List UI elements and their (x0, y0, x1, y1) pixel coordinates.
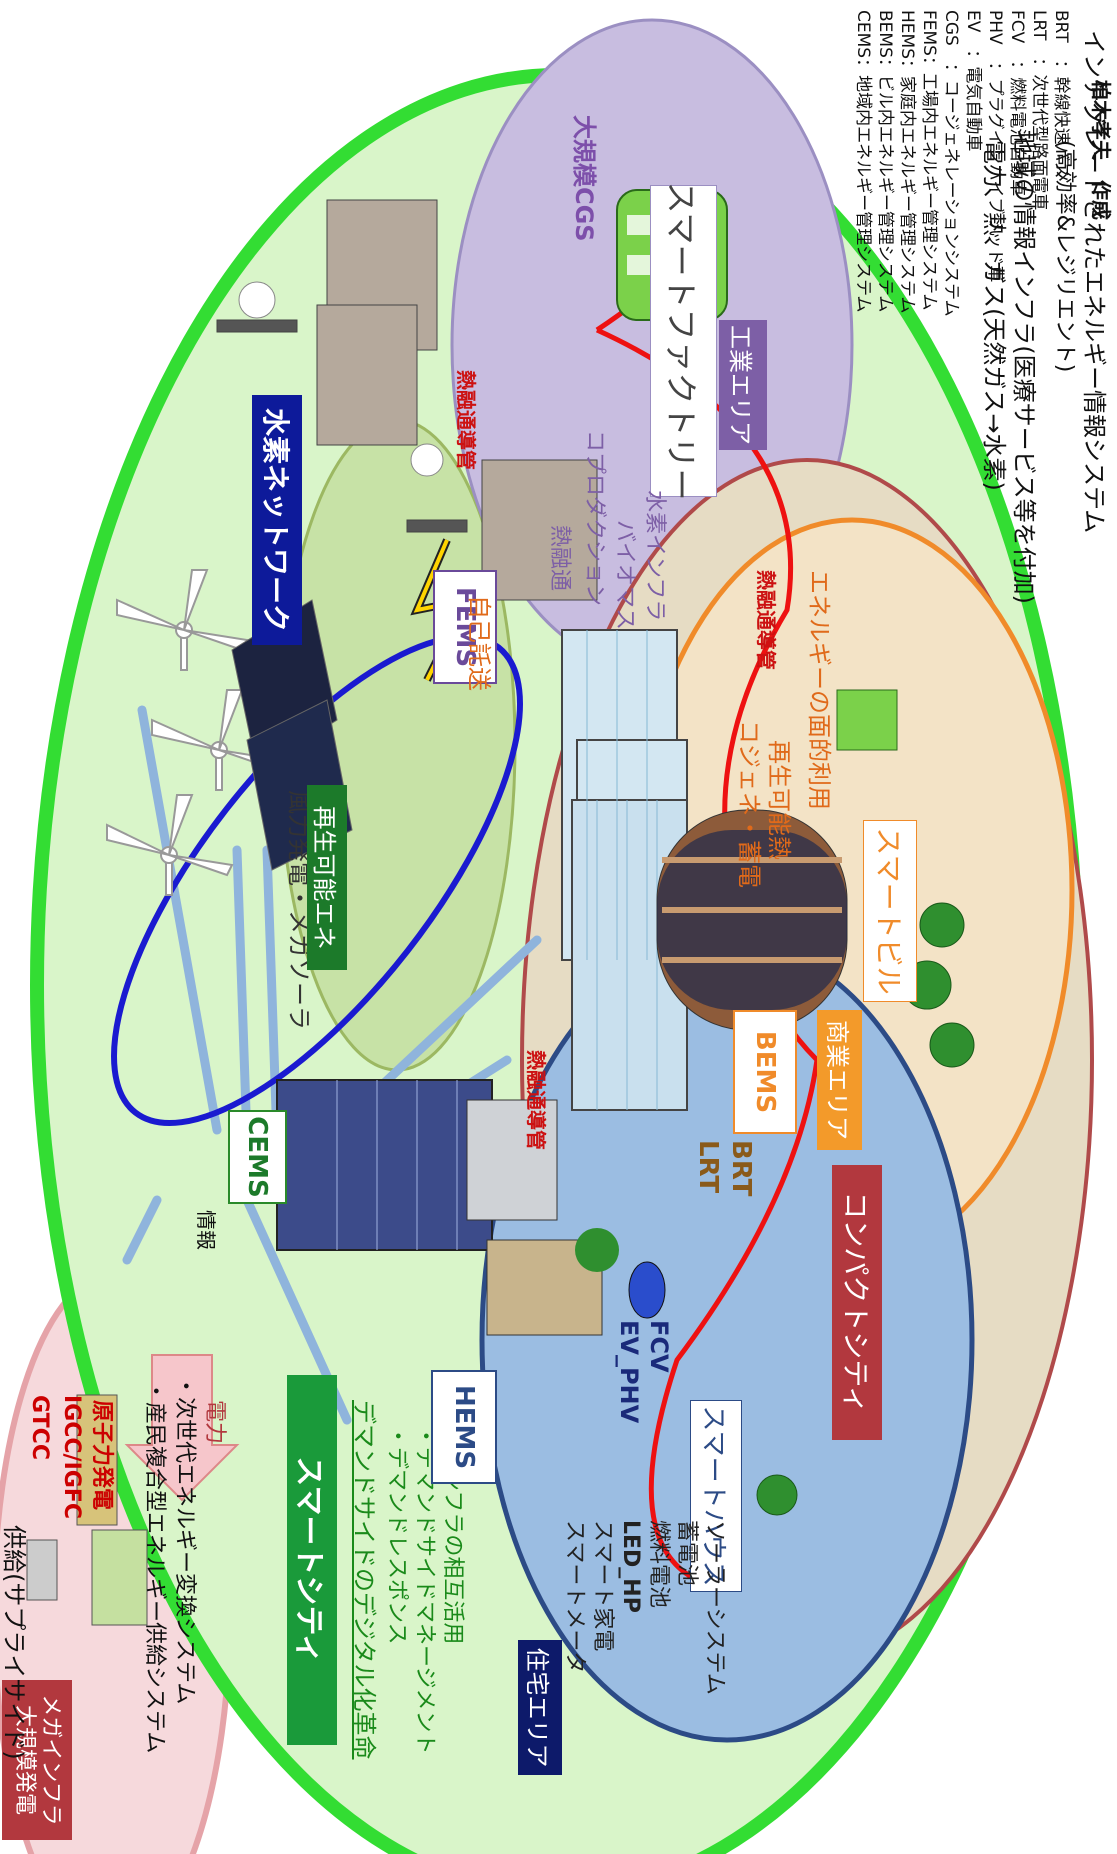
smart-city-title: スマートシティ (287, 1375, 337, 1745)
compact-city-label: コンパクトシティ (832, 1165, 882, 1440)
mega-infra-line-1: メガインフラ (38, 1694, 64, 1826)
heat-pipe-label-3: 熱融通導管 (524, 1050, 548, 1150)
cgs-label: 大規模CGS (570, 115, 598, 242)
author-credit: 柏木孝夫 作成 (1089, 80, 1113, 220)
supply-bullet-2: ・産民複合型エネルギー供給システム (142, 1380, 167, 1754)
bems-node: BEMS (733, 1010, 797, 1134)
commercial-area-label: 商業エリア (817, 1010, 862, 1150)
industrial-heat-4: 水素インフラ (642, 490, 667, 622)
smart-factory-label: スマートファクトリー (650, 181, 717, 501)
fcv-label: FCV (645, 1320, 673, 1373)
residential-item: ソーラーシステム (702, 1520, 727, 1695)
cogen-label: コジェネ・蓄電 (735, 720, 763, 888)
hydrogen-network-label: 水素ネットワーク (252, 395, 302, 645)
heat-pipe-label-2: 熱融通導管 (754, 570, 778, 670)
brt-label: BRT (726, 1140, 756, 1197)
glossary-item: FEMS：工場内エネルギー管理システム (919, 10, 939, 311)
glossary-item: HEMS：家庭内エネルギー管理システム (897, 10, 917, 314)
glossary-item: EV ：電気自動車 (963, 10, 983, 152)
residential-item: スマート家電 (590, 1520, 615, 1652)
nuclear-label: 原子力発電 (89, 1400, 114, 1511)
power-arrow-label: 電力 (202, 1400, 227, 1445)
glossary-item: PHV ：プラグインハイブリッド車 (985, 10, 1005, 283)
igcc-label: IGCC/IGFC (59, 1395, 84, 1519)
apartment-tower-icon (276, 1079, 558, 1251)
wind-turbine-icon (106, 569, 284, 896)
glossary-item: CGS ：コージェネレーションシステム (941, 10, 961, 317)
renewable-label: 再生可能エネ (307, 785, 347, 970)
smart-building-label: スマートビル (863, 820, 917, 1002)
supply-heading: 供給(サプライサイド) (0, 1525, 28, 1760)
power-plant-icon (26, 1394, 148, 1626)
demand-bullet-1: ・デマンドレスポンス (384, 1425, 409, 1645)
industrial-area-label: 工業エリア (719, 320, 767, 450)
glossary-item: FCV ：燃料電池自動車 (1007, 10, 1027, 197)
residential-item: スマートメータ (562, 1520, 587, 1674)
hydrogen-ring (111, 633, 523, 1127)
self-wheeling-label: 自己託送 (465, 595, 493, 691)
demand-heading: デマンドサイドのデジタル化革命 (350, 1400, 378, 1760)
industrial-heat-2: コプロダクション (582, 430, 607, 607)
residential-area-label: 住宅エリア (518, 1640, 562, 1775)
glossary-item: BRT ：幹線快速バス (1051, 10, 1071, 179)
residential-item: 燃料電池 (646, 1520, 671, 1609)
heat-pipe-label-1: 熱融通導管 (454, 370, 478, 470)
glossary-item: LRT ：次世代型路面電車 (1029, 10, 1049, 211)
glossary-item: BEMS：ビル内エネルギー管理システム (875, 10, 895, 313)
hems-node: HEMS (431, 1370, 497, 1484)
power-arrow (124, 1354, 240, 1502)
renew-heat-label: 再生可能熱 (765, 740, 793, 860)
round-building-icon (656, 809, 848, 1031)
area-energy-label: エネルギーの面的利用 (805, 570, 833, 810)
industrial-heat-1: 熱融通 (547, 525, 572, 592)
residential-item: LED_HP (618, 1520, 643, 1613)
industrial-heat-3: バイオマス (612, 520, 637, 631)
lrt-label: LRT (693, 1140, 723, 1194)
gtcc-label: GTCC (27, 1395, 52, 1460)
residential-item: 蓄電池 (674, 1520, 699, 1587)
factory-icon (216, 199, 598, 601)
car-icon (628, 1261, 666, 1319)
supply-bullet-1: ・次世代エネルギー変換システム (172, 1375, 197, 1705)
office-tower-icon (561, 629, 688, 1111)
info-label: 情報 (194, 1210, 218, 1250)
cems-node: CEMS (228, 1110, 287, 1204)
house-icon (486, 1228, 619, 1336)
ev-phv-label: EV_PHV (615, 1320, 643, 1424)
glossary-item: CEMS：地域内エネルギー管理システム (853, 10, 873, 313)
